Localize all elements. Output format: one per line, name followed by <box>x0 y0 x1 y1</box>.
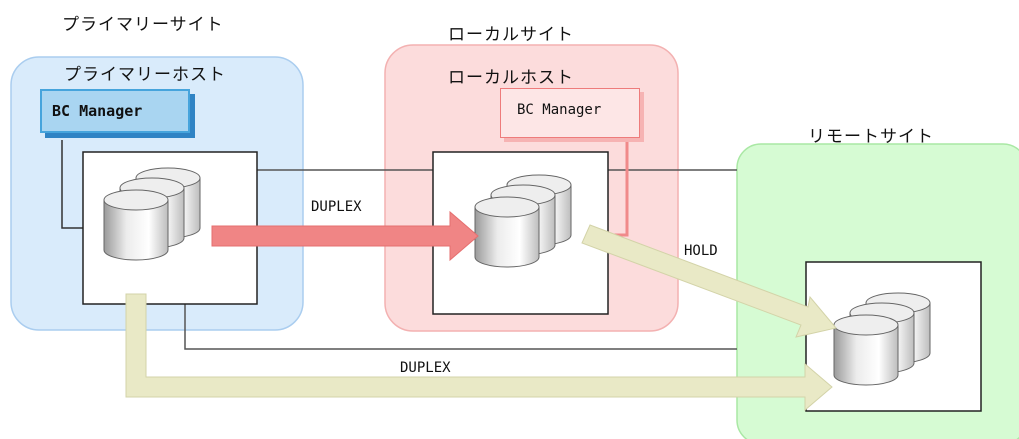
network-line-bottom <box>184 304 737 350</box>
duplex-arrow-primary-to-remote <box>125 293 833 412</box>
primary-bc-manager-label: BC Manager <box>52 102 143 120</box>
local-site-label: ローカルサイト <box>448 25 574 45</box>
primary-site-label: プライマリーサイト <box>62 15 224 35</box>
remote-site-label: リモートサイト <box>808 127 934 147</box>
duplex-label-primary-to-remote: DUPLEX <box>400 360 451 376</box>
hold-label-local-to-remote: HOLD <box>684 243 718 259</box>
hold-arrow-local-to-remote <box>581 224 837 338</box>
duplex-label-primary-to-local: DUPLEX <box>311 199 362 215</box>
local-bc-manager-label: BC Manager <box>517 102 602 118</box>
bc-manager-connector-primary <box>61 140 83 229</box>
local-bc-manager-box: BC Manager <box>500 88 640 138</box>
duplex-arrow-primary-to-local <box>211 210 479 262</box>
primary-host-label: プライマリーホスト <box>64 65 226 85</box>
primary-bc-manager-box: BC Manager <box>40 89 190 133</box>
local-host-label: ローカルホスト <box>448 68 574 88</box>
